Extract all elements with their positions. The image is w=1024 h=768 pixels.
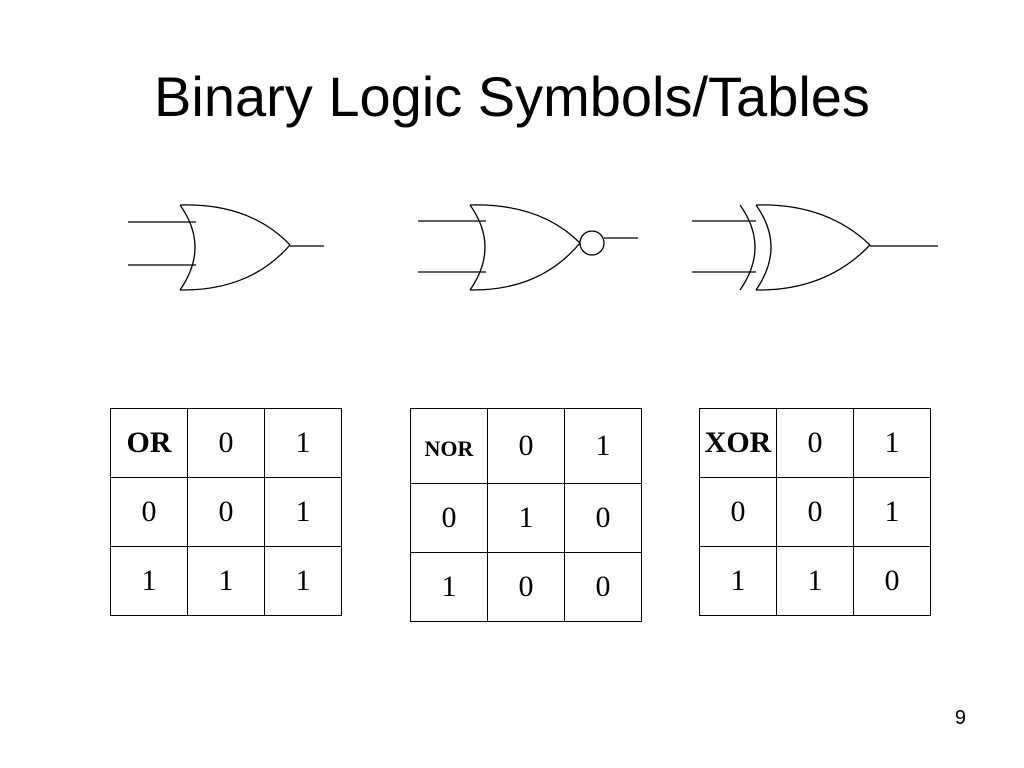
nor-truth-table: NOR 0 1 0 1 0 1 0 0 xyxy=(410,408,642,622)
table-cell: 0 xyxy=(187,477,265,547)
or-truth-table: OR 0 1 0 0 1 1 1 1 xyxy=(110,408,342,616)
xor-gate-bottom-curve xyxy=(755,244,871,291)
table-cell: 1 xyxy=(264,477,342,547)
table-row: 0 0 1 xyxy=(110,477,342,547)
xor-truth-table: XOR 0 1 0 0 1 1 1 0 xyxy=(699,408,931,616)
nor-gate-icon xyxy=(418,204,638,291)
table-row: 1 1 1 xyxy=(110,546,342,616)
table-row-input: 0 xyxy=(699,477,777,547)
page-number: 9 xyxy=(954,707,966,729)
table-row: 1 1 0 xyxy=(699,546,931,616)
xor-gate-back-curve xyxy=(755,204,772,291)
nor-gate-inversion-bubble xyxy=(579,230,605,256)
or-gate-icon xyxy=(128,204,324,291)
xor-gate-extra-curve xyxy=(739,204,756,291)
or-gate-back-curve xyxy=(179,204,196,291)
xor-gate-icon xyxy=(692,204,938,291)
table-row-input: 1 xyxy=(110,546,188,616)
table-cell: 0 xyxy=(853,546,931,616)
table-row: OR 0 1 xyxy=(110,408,342,478)
table-row: NOR 0 1 xyxy=(410,408,642,484)
table-header-cell: 0 xyxy=(487,408,565,484)
table-row-input: 1 xyxy=(410,552,488,622)
table-cell: 0 xyxy=(776,477,854,547)
table-cell: 1 xyxy=(853,477,931,547)
table-row-input: 1 xyxy=(699,546,777,616)
or-gate-top-curve xyxy=(179,204,291,246)
table-row: 0 0 1 xyxy=(699,477,931,547)
or-gate-bottom-curve xyxy=(179,244,291,291)
page-title: Binary Logic Symbols/Tables xyxy=(154,65,870,128)
table-cell: 0 xyxy=(564,483,642,553)
table-label-xor: XOR xyxy=(699,408,777,478)
table-header-cell: 1 xyxy=(564,408,642,484)
table-label-or: OR xyxy=(110,408,188,478)
table-header-cell: 0 xyxy=(776,408,854,478)
table-cell: 1 xyxy=(487,483,565,553)
table-header-cell: 1 xyxy=(264,408,342,478)
table-cell: 1 xyxy=(264,546,342,616)
nor-gate-top-curve xyxy=(469,204,581,244)
table-label-nor: NOR xyxy=(410,408,488,484)
table-row-input: 0 xyxy=(410,483,488,553)
table-cell: 0 xyxy=(564,552,642,622)
table-row: 1 0 0 xyxy=(410,552,642,622)
xor-gate-top-curve xyxy=(755,204,871,246)
nor-gate-back-curve xyxy=(469,204,486,291)
table-row: 0 1 0 xyxy=(410,483,642,553)
nor-gate-bottom-curve xyxy=(469,242,581,291)
table-cell: 1 xyxy=(187,546,265,616)
table-cell: 1 xyxy=(776,546,854,616)
table-row-input: 0 xyxy=(110,477,188,547)
table-cell: 0 xyxy=(487,552,565,622)
table-header-cell: 0 xyxy=(187,408,265,478)
table-header-cell: 1 xyxy=(853,408,931,478)
table-row: XOR 0 1 xyxy=(699,408,931,478)
